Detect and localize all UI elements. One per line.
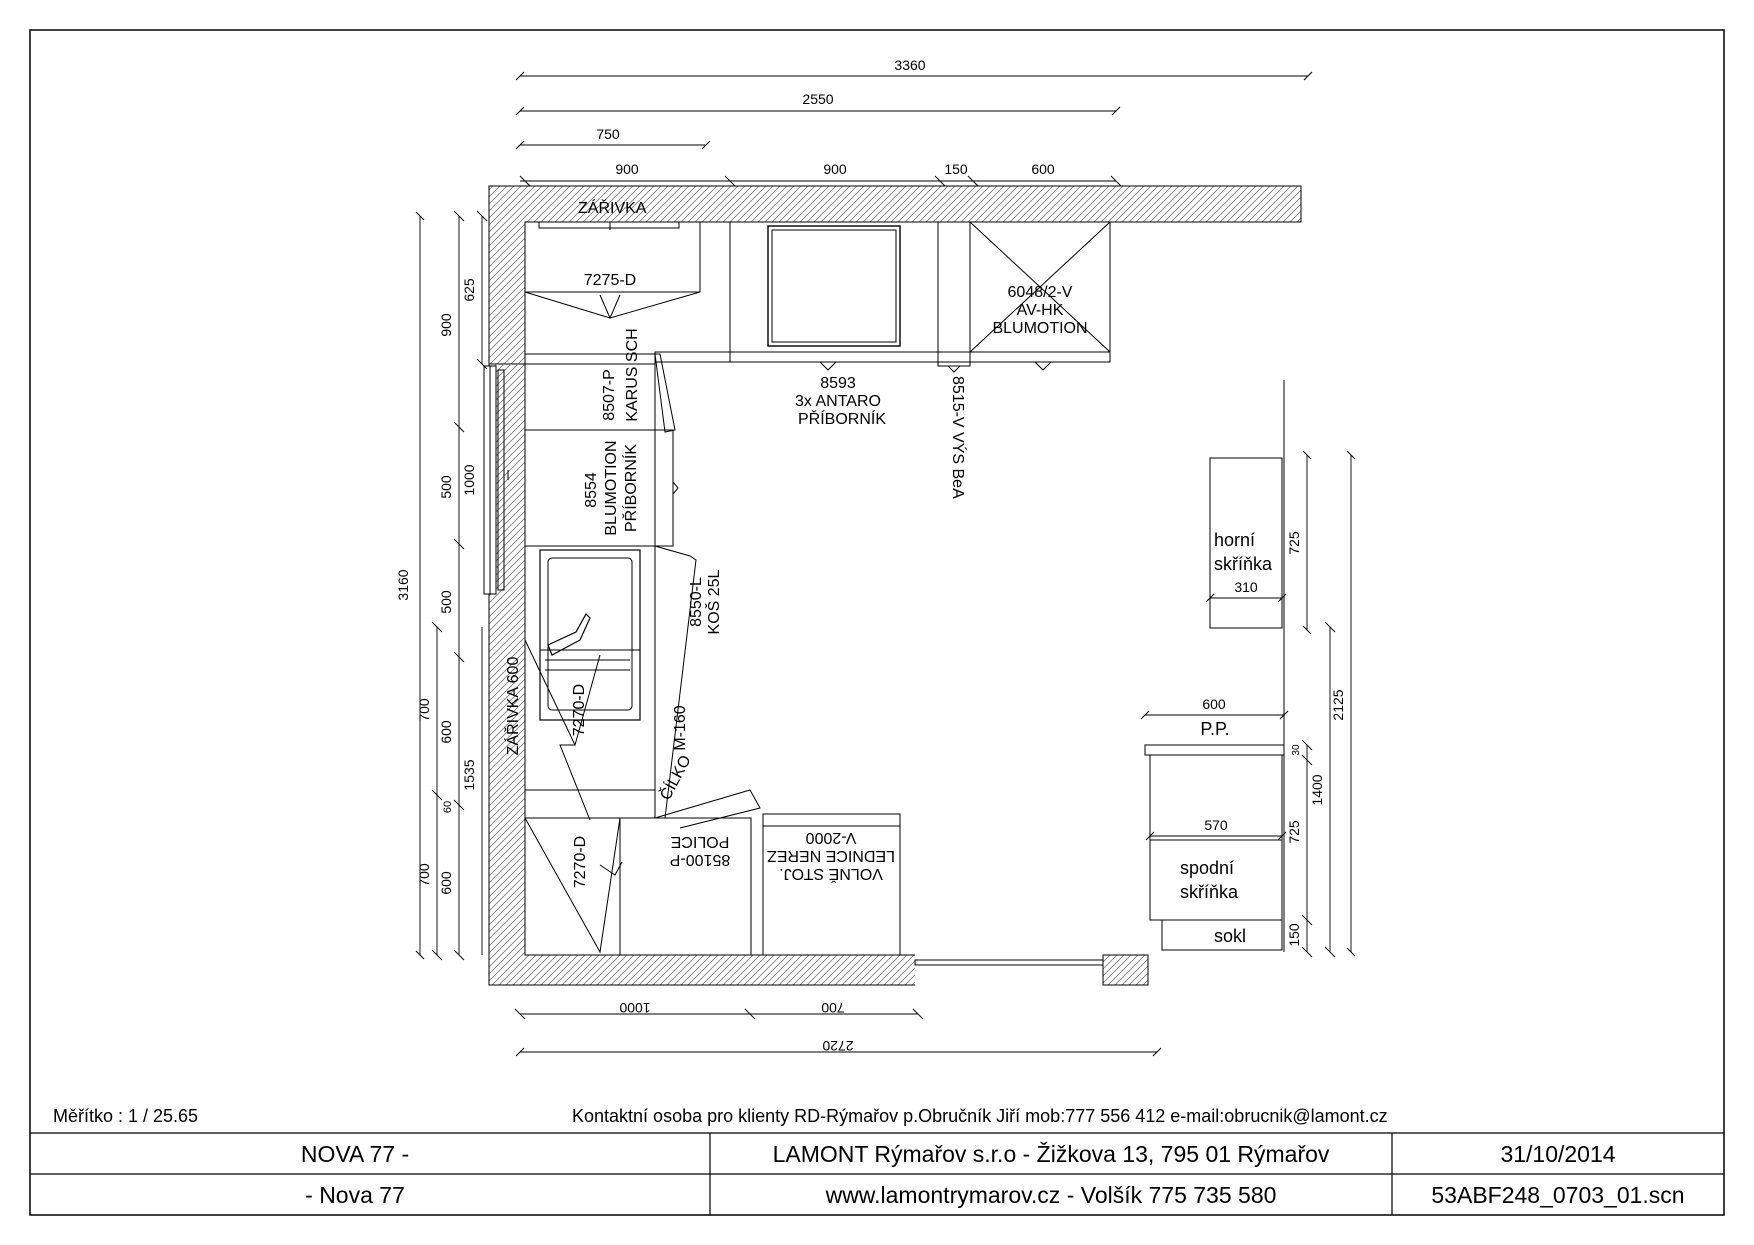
label-8554-line1: 8554 bbox=[583, 472, 600, 508]
label-sokl: sokl bbox=[1214, 926, 1246, 946]
dim-600-side: 600 bbox=[1202, 696, 1226, 712]
dimension-texts: 3360 2550 750 900 900 150 600 3160 900 6… bbox=[395, 57, 1346, 1054]
label-fridge-line1: VOLNĚ STOJ. bbox=[779, 865, 883, 884]
dim-1535: 1535 bbox=[461, 759, 477, 790]
label-8507-line1: 8507-P bbox=[601, 369, 618, 421]
label-horni-line1: horní bbox=[1214, 530, 1255, 550]
label-m160: M-160 bbox=[672, 705, 689, 750]
label-7275-d: 7275-D bbox=[584, 272, 636, 289]
dim-1400: 1400 bbox=[1309, 774, 1325, 805]
dim-725-lower: 725 bbox=[1286, 820, 1302, 844]
dim-700-bottom: 700 bbox=[821, 1000, 845, 1016]
label-85100-line2: POLICE bbox=[671, 833, 730, 850]
sheet-border bbox=[29, 29, 1725, 1216]
dim-600a: 600 bbox=[438, 720, 454, 744]
label-zarivka-side: ZÁŘIVKA 600 bbox=[503, 657, 522, 756]
cabinet-labels: ZÁŘIVKA 7275-D 6048/2-V AV-HK BLUMOTION … bbox=[503, 198, 1273, 946]
dim-750: 750 bbox=[596, 126, 620, 142]
dim-3360: 3360 bbox=[894, 57, 925, 73]
dim-700b: 700 bbox=[416, 863, 432, 887]
label-6048-line1: 6048/2-V bbox=[1008, 284, 1073, 301]
label-pp: P.P. bbox=[1200, 719, 1229, 739]
dim-900-left: 900 bbox=[438, 313, 454, 337]
label-horni-line2: skříňka bbox=[1214, 554, 1273, 574]
door-opening bbox=[914, 959, 1104, 966]
drawing-date: 31/10/2014 bbox=[1500, 1141, 1615, 1167]
dim-150-side: 150 bbox=[1286, 923, 1302, 947]
title-block bbox=[30, 1132, 1724, 1215]
window-left-wall bbox=[483, 365, 509, 595]
dim-570: 570 bbox=[1204, 817, 1228, 833]
project-name-line1: NOVA 77 - bbox=[301, 1141, 409, 1167]
label-fridge-line3: V-2000 bbox=[806, 829, 857, 846]
dim-2720: 2720 bbox=[822, 1038, 853, 1054]
label-cilko: ČÍLKO bbox=[655, 752, 694, 803]
company-address: LAMONT Rýmařov s.r.o - Žižkova 13, 795 0… bbox=[773, 1141, 1330, 1167]
dim-500b: 500 bbox=[438, 590, 454, 614]
label-6048-line3: BLUMOTION bbox=[992, 320, 1087, 337]
dim-600: 600 bbox=[1031, 161, 1055, 177]
left-run-cabinets bbox=[524, 353, 901, 956]
dim-2125: 2125 bbox=[1330, 689, 1346, 720]
company-web: www.lamontrymarov.cz - Volšík 775 735 58… bbox=[825, 1182, 1277, 1208]
label-8593-line1: 8593 bbox=[820, 375, 856, 392]
label-8515: 8515-V VÝS BeA bbox=[949, 376, 968, 499]
label-8554-line2: BLUMOTION bbox=[603, 440, 620, 535]
label-7270-d-lower: 7270-D bbox=[572, 836, 589, 888]
project-name-line2: - Nova 77 bbox=[305, 1182, 405, 1208]
dim-500a: 500 bbox=[438, 475, 454, 499]
label-85100-line1: 85100-P bbox=[670, 851, 731, 868]
label-spodni-line2: skříňka bbox=[1180, 882, 1239, 902]
dim-900a: 900 bbox=[615, 161, 639, 177]
dimension-lines bbox=[415, 71, 1356, 1057]
label-zarivka-top: ZÁŘIVKA bbox=[578, 198, 647, 217]
label-7270-d-upper: 7270-D bbox=[571, 684, 588, 736]
label-8507-line2: KARUS SCH bbox=[624, 328, 641, 421]
scale-text: Měřítko : 1 / 25.65 bbox=[53, 1106, 198, 1126]
dim-900b: 900 bbox=[823, 161, 847, 177]
dim-3160: 3160 bbox=[395, 569, 411, 600]
dim-725-upper: 725 bbox=[1286, 531, 1302, 555]
label-spodni-line1: spodní bbox=[1180, 858, 1234, 878]
dim-1000-bottom: 1000 bbox=[619, 1000, 650, 1016]
dim-2550: 2550 bbox=[802, 91, 833, 107]
label-8550-line1: 8550-L bbox=[688, 577, 705, 627]
drawing-file: 53ABF248_0703_01.scn bbox=[1431, 1182, 1684, 1208]
label-8550-line2: KOŠ 25L bbox=[704, 569, 723, 634]
dim-150: 150 bbox=[944, 161, 968, 177]
label-6048-line2: AV-HK bbox=[1017, 302, 1064, 319]
label-8593-line3: PŘÍBORNÍK bbox=[798, 409, 886, 428]
label-fridge-line2: LEDNICE NEREZ bbox=[767, 847, 895, 864]
dim-60: 60 bbox=[442, 801, 454, 813]
dim-30: 30 bbox=[1291, 744, 1302, 756]
label-8593-line2: 3x ANTARO bbox=[795, 393, 881, 410]
label-8554-line3: PŘÍBORNÍK bbox=[621, 444, 640, 532]
dim-310: 310 bbox=[1234, 579, 1258, 595]
dim-600b: 600 bbox=[438, 871, 454, 895]
dim-700a: 700 bbox=[416, 698, 432, 722]
dim-1000: 1000 bbox=[461, 464, 477, 495]
dim-625: 625 bbox=[461, 278, 477, 302]
contact-text: Kontaktní osoba pro klienty RD-Rýmařov p… bbox=[572, 1106, 1388, 1126]
